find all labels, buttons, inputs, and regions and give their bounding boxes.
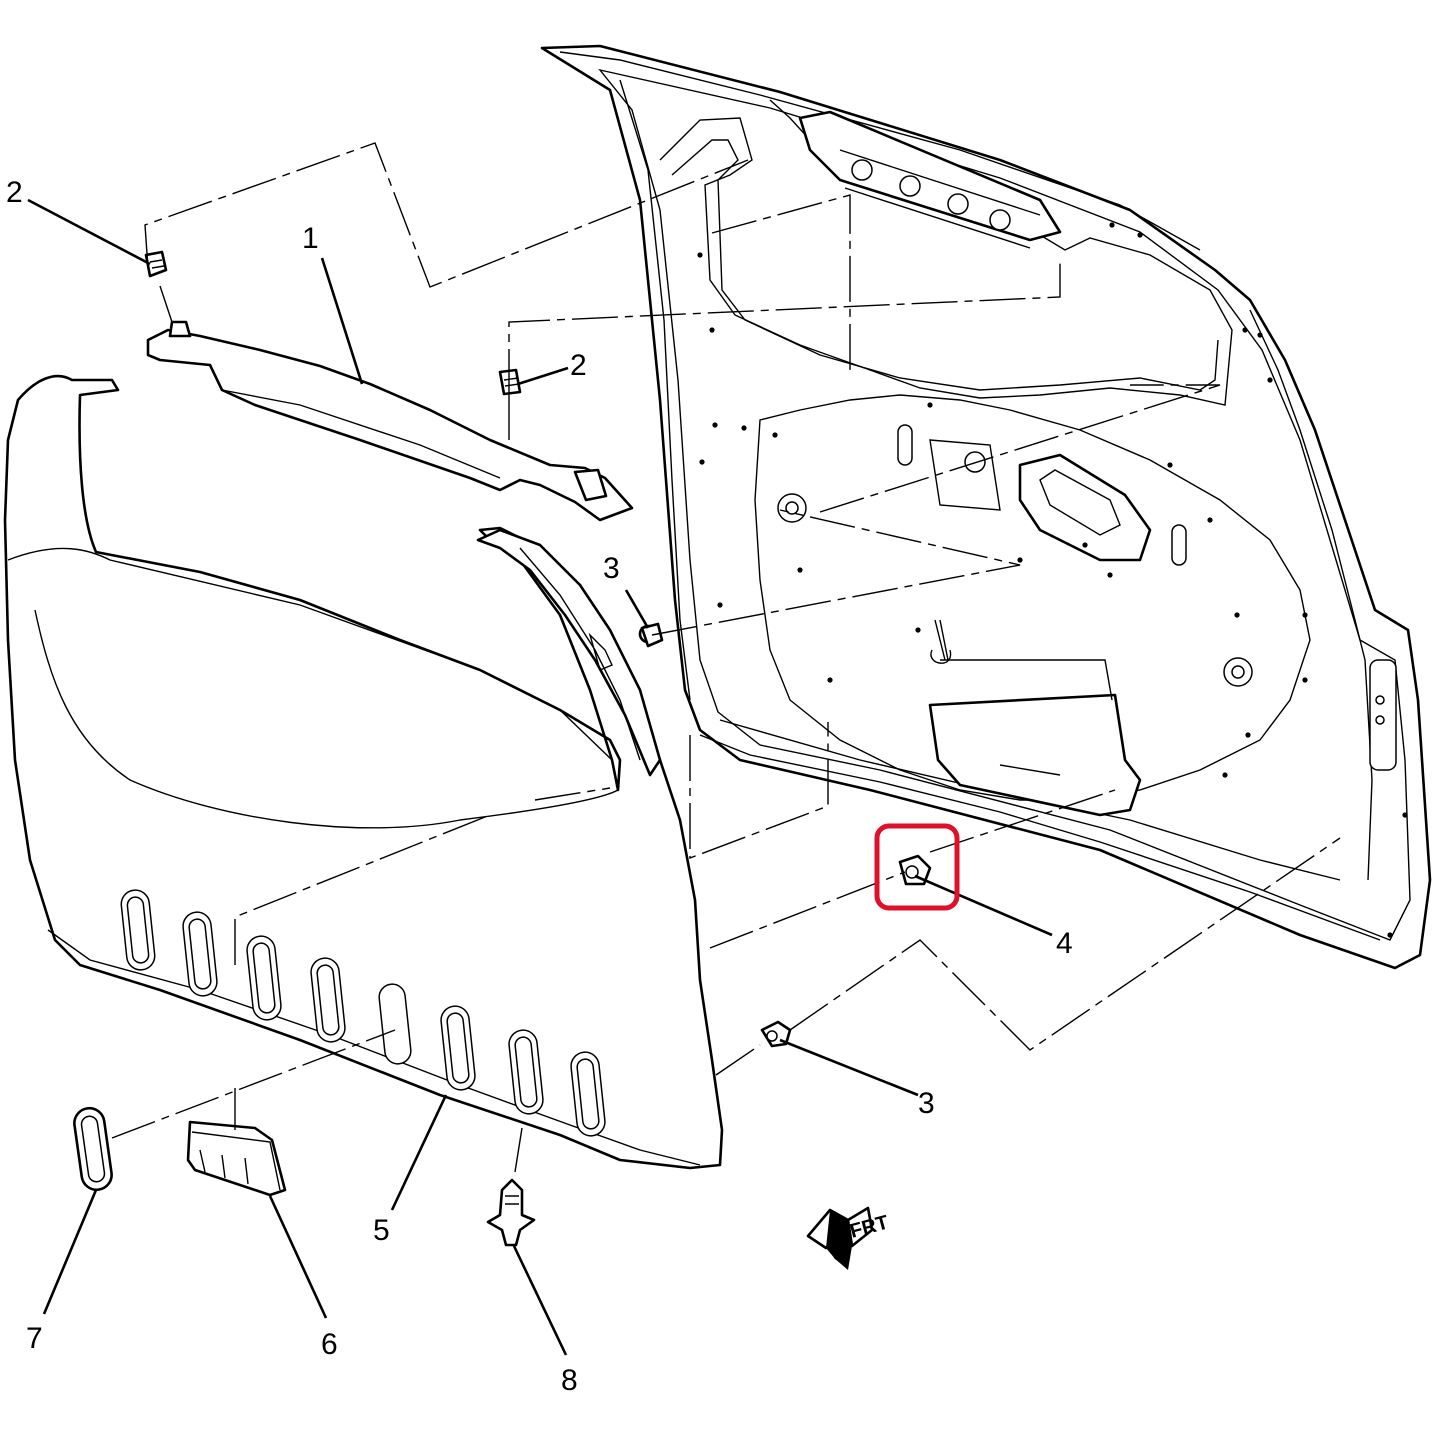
callout-5: 5: [373, 1214, 390, 1247]
front-direction-arrow: FRT: [806, 1206, 891, 1270]
vent-slots: [120, 889, 606, 1137]
callout-7: 7: [26, 1322, 43, 1355]
callout-4: 4: [1056, 927, 1073, 960]
callout-numbers: 2 1 2 3 4 3 5 6 7 8: [6, 176, 1073, 1397]
callout-6: 6: [321, 1328, 338, 1361]
push-pin: [486, 1178, 536, 1247]
liftgate-panel: [540, 44, 1432, 970]
lower-trim-panel-crease: [7, 547, 613, 761]
panel-pin-dots: [697, 222, 1408, 938]
callout-leaders: [27, 198, 1053, 1356]
highlight-box-callout-4: [874, 823, 960, 911]
vent-bezel: [73, 1106, 113, 1192]
lower-trim-panel: [3, 374, 724, 1170]
stop-lamp-housing: [798, 110, 1062, 242]
callout-3-upper: 3: [603, 552, 620, 585]
actuator-bracket: [928, 693, 1142, 817]
retainer-clip-upper-left: [144, 250, 168, 278]
actuator-bracket-detail: [934, 619, 1113, 776]
alignment-lines: [111, 142, 1341, 1173]
liftgate-upper-ridge: [559, 51, 1201, 251]
lock-bracket: [929, 439, 1001, 511]
liftgate-inner-flange: [598, 68, 1411, 941]
latch-plate: [1039, 469, 1121, 536]
retainer-clip-center: [498, 368, 522, 396]
lock-cylinder-hole: [964, 451, 986, 473]
stop-lamp-bulbs: [839, 149, 1041, 249]
upper-trim-molding-shape: [146, 328, 634, 522]
callout-3-lower: 3: [918, 1087, 935, 1120]
panel-holes: [777, 424, 1397, 771]
liftgate-window-inner: [671, 139, 1219, 391]
callout-1: 1: [302, 222, 319, 255]
actuator-rod: [930, 619, 952, 664]
upper-trim-tab: [168, 320, 192, 338]
latch-mount: [1018, 453, 1152, 562]
callout-2-upper-left: 2: [6, 176, 23, 209]
pocket-insert: [186, 1120, 287, 1197]
fastener-part-4: [898, 854, 932, 886]
liftgate-lower-panel: [754, 394, 1311, 801]
push-retainer-upper: [638, 622, 664, 648]
liftgate-left-side-ridge: [619, 79, 691, 701]
upper-trim-clip-boss: [573, 468, 608, 502]
lower-trim-panel-contour: [34, 609, 619, 829]
callout-2-center: 2: [570, 349, 587, 382]
callout-8: 8: [561, 1364, 578, 1397]
liftgate-bottom-edge: [699, 734, 1381, 941]
upper-trim-molding: [146, 320, 634, 522]
side-rim: [476, 528, 662, 777]
